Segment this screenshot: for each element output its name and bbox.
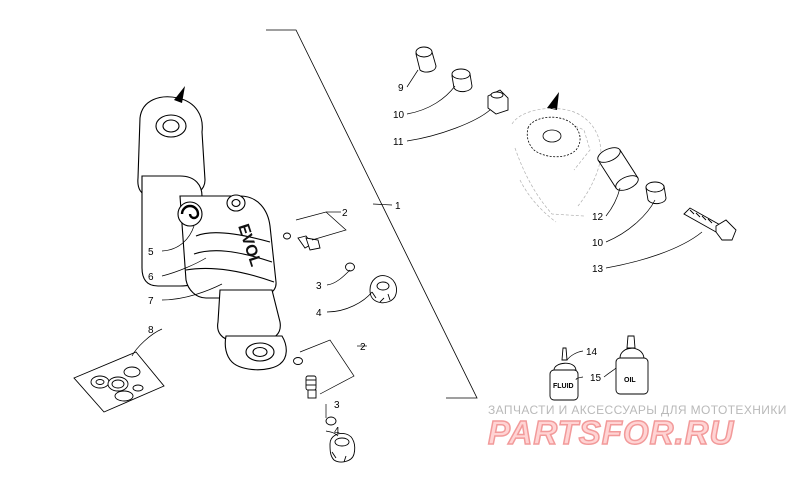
callout-3-upper: 3 [316, 281, 322, 292]
watermark-brand: PARTSFOR.RU [487, 413, 735, 452]
callout-10-upper: 10 [393, 110, 405, 121]
callout-2-upper: 2 [342, 208, 348, 219]
oil-bottle-label: OIL [624, 377, 636, 384]
part-13-bolt [683, 207, 737, 241]
part-3-lower-washer [325, 416, 337, 426]
callout-7: 7 [148, 296, 154, 307]
part-14-fluid-bottle [549, 347, 579, 401]
part-8-seal-kit [73, 351, 165, 413]
callout-1: 1 [395, 201, 401, 212]
callout-15: 15 [590, 373, 602, 384]
part-10-lower-bushing [645, 181, 667, 205]
callout-5: 5 [148, 247, 154, 258]
callout-numbers: 1 2 2 3 3 4 4 5 6 7 8 9 10 10 11 12 13 1… [148, 83, 604, 437]
callout-8: 8 [148, 325, 154, 336]
part-4-lower-cap [329, 433, 356, 463]
part-4-upper-cap [369, 275, 397, 304]
frame-mount-bracket [526, 116, 581, 158]
callout-12: 12 [592, 212, 604, 223]
callout-13: 13 [592, 264, 604, 275]
bracket-2-lower [299, 339, 355, 395]
watermark-tagline: ЗАПЧАСТИ И АКСЕССУАРЫ ДЛЯ МОТОТЕХНИКИ [488, 403, 787, 417]
callout-11: 11 [393, 137, 404, 148]
part-2-lower-fitting [293, 357, 317, 399]
part-12-sleeve [597, 147, 639, 191]
assembly-bracket [266, 29, 478, 399]
callout-2-lower: 2 [360, 342, 366, 353]
frame-ghost-outline [511, 108, 602, 223]
part-2-upper-fitting [283, 232, 321, 251]
fluid-bottle-label: FLUID [553, 383, 574, 390]
mount-arrow-left [174, 86, 185, 103]
part-15-oil-bottle [615, 335, 649, 395]
callout-9: 9 [398, 83, 404, 94]
part-11-spacer [487, 89, 509, 115]
shock-absorber [137, 96, 287, 371]
part-3-upper-washer [345, 262, 355, 272]
callout-14: 14 [586, 347, 598, 358]
callout-10-lower: 10 [592, 238, 604, 249]
callout-6: 6 [148, 272, 154, 283]
callout-4-upper: 4 [316, 308, 322, 319]
leader-lines [131, 69, 703, 437]
callout-4-lower: 4 [334, 426, 340, 437]
bracket-2-upper [295, 211, 347, 241]
part-9-bushing-cap [415, 46, 437, 73]
part-10-upper-bushing [451, 68, 473, 93]
mount-arrow-right [547, 92, 559, 110]
callout-3-lower: 3 [334, 400, 340, 411]
